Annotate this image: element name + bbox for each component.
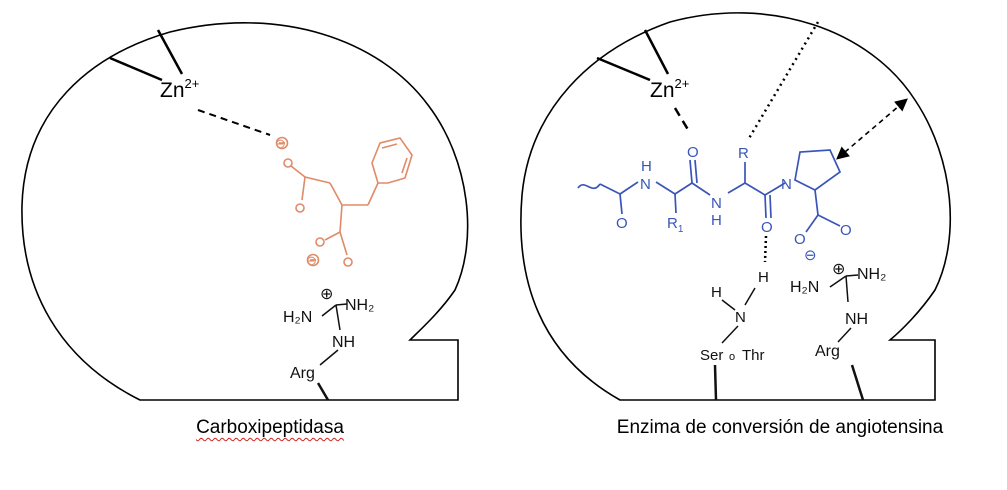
benzylsuccinate-inhibitor <box>275 136 413 267</box>
left-arg-nh2-top: NH₂ <box>345 297 374 314</box>
left-arg-nh: NH <box>332 334 355 351</box>
substrate-amide-n1: N <box>640 176 651 193</box>
ser-hydrogen: H <box>711 284 722 301</box>
ser-nitrogen: N <box>735 309 746 326</box>
left-arg-residue: ⊕ NH₂ H₂N NH Arg <box>283 286 374 401</box>
left-zinc-label: Zn2+ <box>160 76 199 102</box>
substrate-charge: ⊖ <box>804 247 817 264</box>
left-arg-plus: ⊕ <box>320 286 333 303</box>
ser-thr-or: o <box>729 351 735 363</box>
right-r-pocket-interaction <box>746 21 820 141</box>
right-arg-nh2-top: NH₂ <box>857 266 886 283</box>
peptide-substrate: N H N H O O O O O ⊖ R R1 N <box>577 144 852 264</box>
right-active-site-outline <box>520 12 952 401</box>
right-arg-nh: NH <box>845 311 868 328</box>
substrate-oxygen-2: O <box>687 144 699 161</box>
substrate-r-label: R <box>738 145 749 162</box>
substrate-oxygen-3: O <box>761 219 773 236</box>
substrate-r1-label: R1 <box>667 215 684 235</box>
substrate-oxygen-4: O <box>840 222 852 239</box>
right-arg-h2n: H₂N <box>790 279 819 296</box>
right-arg-residue: ⊕ NH₂ H₂N NH Arg <box>790 261 886 401</box>
left-zn-coordination-bond <box>197 109 271 136</box>
substrate-oxygen-5: O <box>794 231 806 248</box>
left-zn-ligand-2 <box>156 29 184 75</box>
right-proline-pocket-arrow <box>836 98 908 160</box>
ser-thr-residue: H N Ser o Thr <box>700 284 765 401</box>
substrate-oxygen-1: O <box>616 215 628 232</box>
right-zn-ligand-1 <box>596 56 651 82</box>
ace-caption: Enzima de conversión de angiotensina <box>616 417 944 438</box>
substrate-amide-h2: H <box>711 212 722 229</box>
ace-panel: Zn2+ <box>520 12 952 401</box>
right-arg-plus: ⊕ <box>832 261 845 278</box>
substrate-amide-h1: H <box>641 158 652 175</box>
substrate-amide-n2: N <box>711 195 722 212</box>
left-arg-label: Arg <box>290 365 315 382</box>
ser-label: Ser <box>700 347 723 364</box>
right-zinc-label: Zn2+ <box>650 76 689 102</box>
left-active-site-outline <box>21 22 469 401</box>
right-zn-ligand-2 <box>643 29 670 75</box>
right-zn-coordination-bond <box>673 107 692 134</box>
carboxypeptidase-caption: Carboxipeptidasa <box>196 417 344 438</box>
right-hydrogen-bond <box>763 235 768 263</box>
right-arg-label: Arg <box>815 343 840 360</box>
thr-label: Thr <box>742 347 765 364</box>
substrate-proline-n: N <box>781 176 792 193</box>
left-zn-ligand-1 <box>109 56 163 82</box>
left-arg-h2n: H₂N <box>283 309 312 326</box>
hbond-hydrogen: H <box>758 269 769 286</box>
carboxypeptidase-panel: Zn2+ ⊕ <box>21 22 469 401</box>
